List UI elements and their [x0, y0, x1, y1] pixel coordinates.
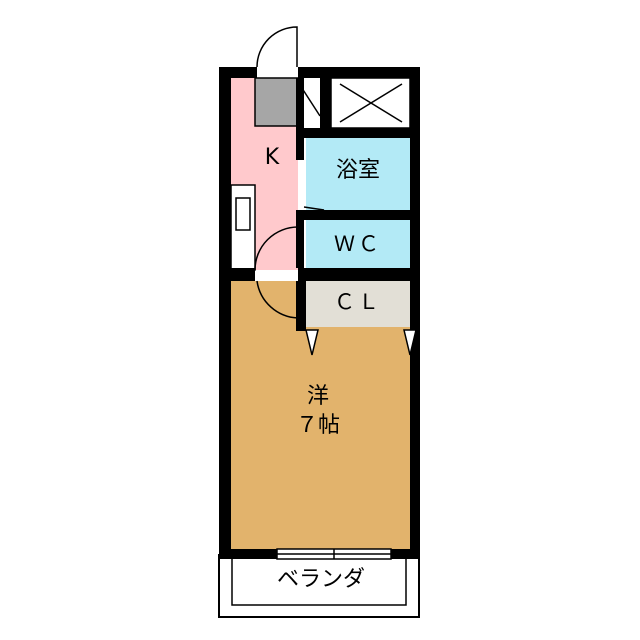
wc-label: ＷＣ [334, 232, 382, 256]
refrigerator-space [254, 77, 299, 127]
entrance-door [256, 26, 298, 68]
walls [219, 67, 420, 559]
kitchen-door [254, 226, 299, 271]
room-door [256, 280, 299, 319]
kitchen: K [230, 77, 321, 271]
pipe-shaft [330, 77, 411, 129]
western-room-label-line1: 洋 [307, 384, 329, 409]
wc-fill [306, 220, 410, 268]
balcony: ベランダ [218, 554, 420, 618]
bath-label: 浴室 [336, 158, 380, 183]
toilet: ＷＣ [306, 220, 410, 268]
balcony-label: ベランダ [277, 567, 365, 592]
western-room-label-line2: ７帖 [296, 413, 340, 438]
closet: ＣＬ [306, 281, 410, 327]
doors-windows [254, 26, 417, 560]
closet-label: ＣＬ [334, 290, 382, 314]
bathroom: 浴室 [306, 138, 410, 210]
bath-fill [306, 138, 410, 210]
closet-fill [306, 281, 410, 327]
closet-door-left [305, 329, 319, 356]
bath-door [303, 206, 325, 214]
kitchen-label: K [265, 145, 280, 170]
sink [235, 197, 251, 231]
closet-door-right [403, 329, 417, 356]
